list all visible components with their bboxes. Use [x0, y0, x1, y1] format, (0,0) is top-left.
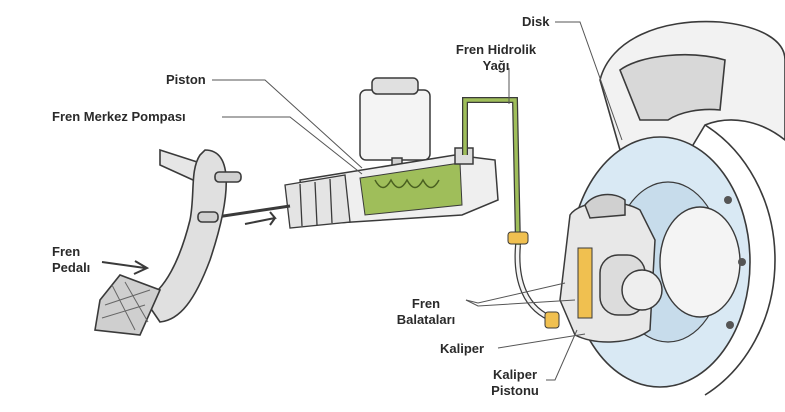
reservoir [359, 77, 431, 173]
hydraulic-line [462, 97, 560, 329]
leader-lines [212, 21, 623, 381]
wheel-arch [599, 20, 785, 396]
pedal-assembly [94, 148, 242, 336]
label-piston: Piston [166, 72, 206, 87]
label-brake-pedal-line1: Fren [52, 244, 81, 259]
label-caliper-piston: Kaliper Pistonu [484, 367, 546, 399]
label-caliper-piston-line1: Kaliper [492, 367, 538, 382]
label-brake-pedal: Fren Pedalı [52, 244, 112, 276]
label-hydraulic-fluid-line2: Yağı [482, 58, 510, 73]
push-arrow [244, 211, 277, 226]
push-rod [209, 204, 291, 220]
label-brake-pedal-line2: Pedalı [52, 260, 91, 275]
caliper [559, 193, 663, 343]
label-disk: Disk [522, 14, 550, 29]
piston-boot [284, 174, 351, 229]
pedal-arrow [101, 260, 150, 275]
label-caliper-piston-line2: Pistonu [491, 383, 539, 398]
label-hydraulic-fluid-line1: Fren Hidrolik [455, 42, 537, 57]
label-master-cylinder: Fren Merkez Pompası [52, 109, 186, 124]
label-brake-pads: Fren Balataları [386, 296, 466, 328]
label-brake-pads-line2: Balataları [396, 312, 456, 327]
label-hydraulic-fluid: Fren Hidrolik Yağı [446, 42, 546, 74]
label-caliper: Kaliper [440, 341, 485, 356]
label-brake-pads-line1: Fren [411, 296, 441, 311]
